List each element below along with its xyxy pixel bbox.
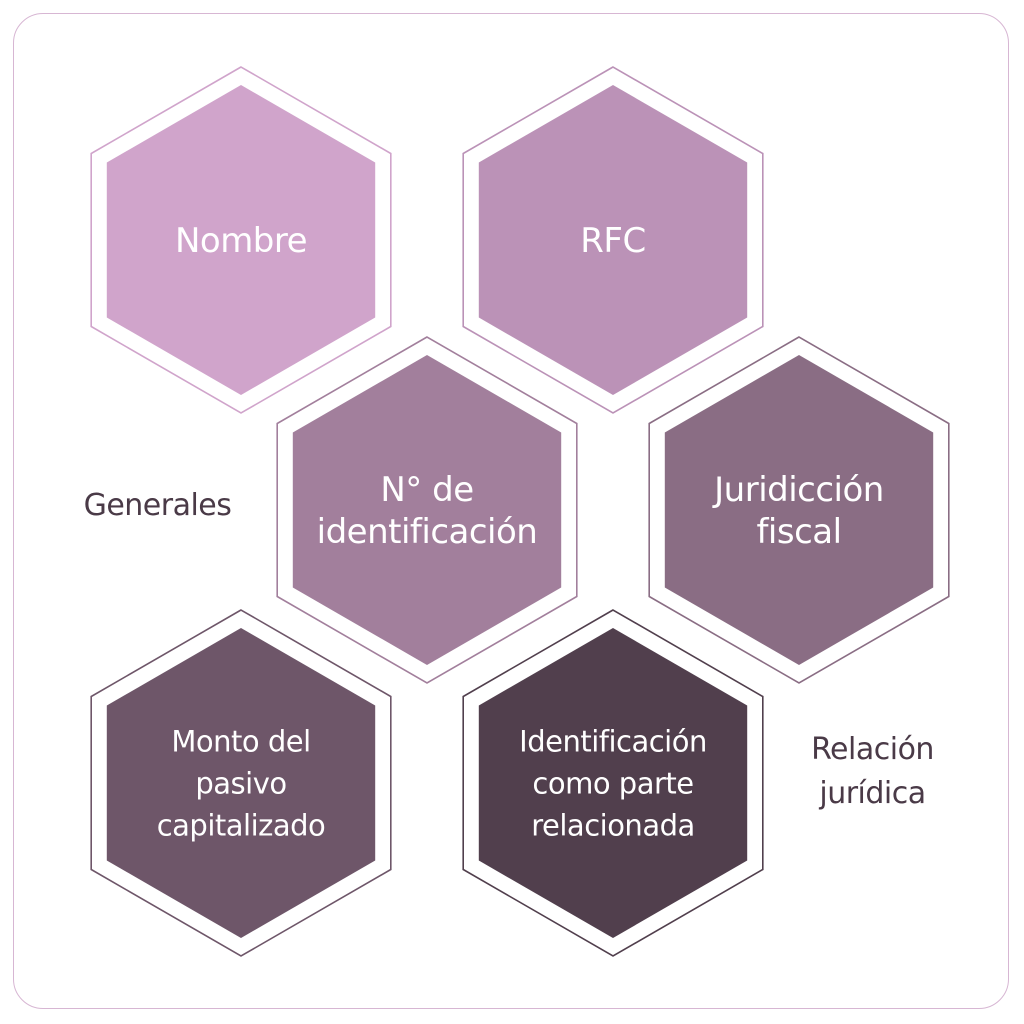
hexagon-fill	[292, 355, 562, 665]
hexagon-outline	[90, 66, 392, 414]
hexagon-outline	[462, 609, 764, 957]
label-relacion-line2: jurídica	[819, 776, 926, 811]
hexagon-fill	[664, 355, 934, 665]
hexagon-text-line: RFC	[580, 221, 645, 261]
hexagon-monto-pasivo: Monto del pasivo capitalizado	[90, 609, 392, 957]
hexagon-fill	[106, 85, 376, 395]
hexagon-text-line: relacionada	[531, 808, 695, 842]
label-relacion-juridica: Relación jurídica	[790, 728, 955, 816]
diagram-frame	[13, 13, 1009, 1009]
hexagon-text-line: pasivo	[195, 766, 286, 800]
hexagon-outline	[462, 66, 764, 414]
hexagon-fill	[478, 628, 748, 938]
hexagon-text-line: N° de	[380, 470, 473, 510]
hexagon-nombre: Nombre	[90, 66, 392, 414]
hexagon-text-line: como parte	[532, 766, 693, 800]
hexagon-text-line: Monto del	[171, 724, 310, 758]
hexagon-text-line: Nombre	[175, 221, 307, 261]
hexagon-fill	[106, 628, 376, 938]
hexagon-fill	[478, 85, 748, 395]
hexagon-text-line: fiscal	[756, 512, 841, 552]
hexagon-rfc: RFC	[462, 66, 764, 414]
label-relacion-line1: Relación	[811, 732, 934, 767]
hexagon-identificacion-parte-relacionada: Identificación como parte relacionada	[462, 609, 764, 957]
hexagon-text-line: Identificación	[519, 724, 707, 758]
hexagon-outline	[648, 336, 950, 684]
hexagon-text-line: identificación	[317, 512, 538, 552]
hexagon-text-line: capitalizado	[157, 808, 326, 842]
hexagon-outline	[276, 336, 578, 684]
hexagon-outline	[90, 609, 392, 957]
label-generales: Generales	[83, 488, 232, 523]
hexagon-text-line: Juridicción	[712, 470, 884, 510]
